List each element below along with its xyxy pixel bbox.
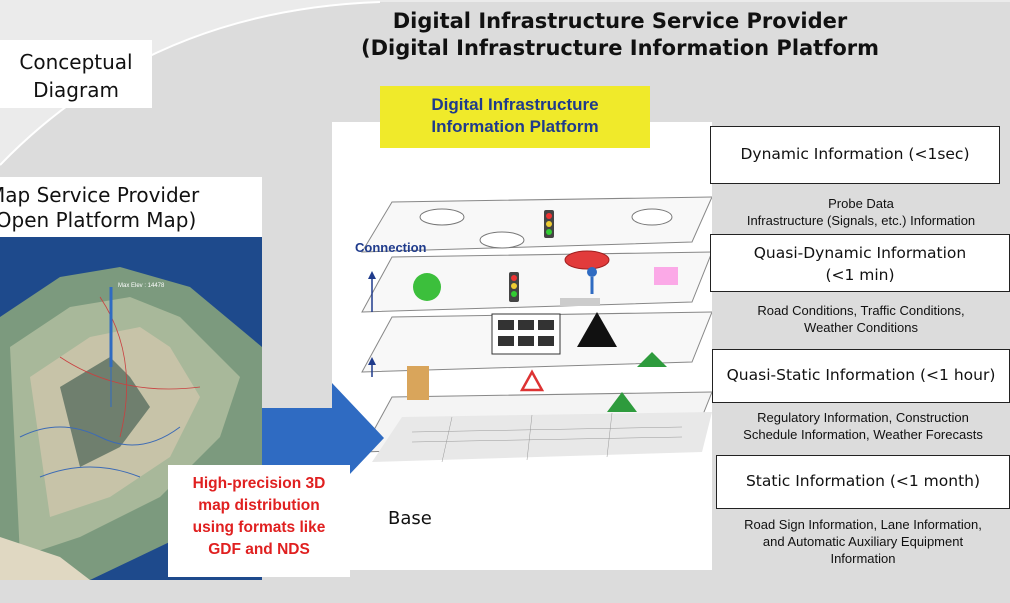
map-provider-line-2: (Open Platform Map) <box>0 208 197 232</box>
platform-line-1: Digital Infrastructure <box>431 95 599 114</box>
quasi-static-info-label: Quasi-Static Information (<1 hour) <box>726 366 996 384</box>
page-title: Digital Infrastructure Service Provider … <box>250 8 990 62</box>
connection-label: Connection <box>355 240 427 255</box>
static-desc-line-2: and Automatic Auxiliary Equipment <box>762 534 964 549</box>
static-info-box: Static Information (<1 month) <box>716 455 1010 509</box>
quasi-static-desc-line-1: Regulatory Information, Construction <box>757 410 969 425</box>
red-car-icon <box>564 250 610 270</box>
quasi-dynamic-desc-line-2: Weather Conditions <box>804 320 918 335</box>
bicycle-icon <box>413 273 441 301</box>
dynamic-info-label: Dynamic Information (<1sec) <box>740 145 970 163</box>
dynamic-info-desc: Probe Data Infrastructure (Signals, etc.… <box>716 195 1006 229</box>
map-provider-label: Map Service Provider (Open Platform Map) <box>0 183 238 233</box>
car-icon <box>479 231 525 249</box>
warning-sign-icon <box>519 369 545 392</box>
concept-line-2: Diagram <box>33 78 119 102</box>
car-icon <box>631 208 673 226</box>
static-desc-line-1: Road Sign Information, Lane Information, <box>744 517 982 532</box>
road-work-icon <box>577 312 617 347</box>
accident-icon <box>654 267 678 285</box>
platform-line-2: Information Platform <box>431 117 599 136</box>
max-elevation-label: Max Elev : 14478 <box>118 283 165 289</box>
platform-label: Digital Infrastructure Information Platf… <box>380 86 650 148</box>
title-line-1: Digital Infrastructure Service Provider <box>392 9 848 33</box>
quasi-static-info-box: Quasi-Static Information (<1 hour) <box>712 349 1010 403</box>
quasi-static-desc-line-2: Schedule Information, Weather Forecasts <box>743 427 983 442</box>
map-provider-box <box>0 177 262 240</box>
title-line-2: (Digital Infrastructure Information Plat… <box>360 36 880 60</box>
building-icon <box>407 366 429 400</box>
quasi-dynamic-label-line-2: (<1 min) <box>825 266 895 284</box>
quasi-dynamic-info-box: Quasi-Dynamic Information (<1 min) <box>710 234 1010 292</box>
quasi-dynamic-label-line-1: Quasi-Dynamic Information <box>753 244 967 262</box>
distribution-line-4: GDF and NDS <box>208 541 310 558</box>
tree-icon <box>637 352 667 367</box>
dynamic-info-box: Dynamic Information (<1sec) <box>710 126 1000 184</box>
layered-map-illustration <box>361 196 712 463</box>
map-provider-line-1: Map Service Provider <box>0 183 200 207</box>
distribution-note: High-precision 3D map distribution using… <box>168 465 350 577</box>
base-map-texture <box>372 412 712 462</box>
static-desc-line-3: Information <box>830 551 896 566</box>
quasi-dynamic-desc-line-1: Road Conditions, Traffic Conditions, <box>757 303 965 318</box>
distribution-line-1: High-precision 3D <box>192 475 326 492</box>
distribution-line-3: using formats like <box>192 519 326 536</box>
dynamic-desc-line-2: Infrastructure (Signals, etc.) Informati… <box>746 213 976 228</box>
conceptual-diagram-label: Conceptual Diagram <box>0 40 152 108</box>
quasi-dynamic-info-desc: Road Conditions, Traffic Conditions, Wea… <box>716 302 1006 336</box>
dynamic-desc-line-1: Probe Data <box>828 196 894 211</box>
car-icon <box>419 208 465 226</box>
tree-icon <box>607 392 637 412</box>
distribution-line-2: map distribution <box>198 497 320 514</box>
static-info-label: Static Information (<1 month) <box>745 472 981 490</box>
concept-line-1: Conceptual <box>19 50 133 74</box>
static-info-desc: Road Sign Information, Lane Information,… <box>716 516 1010 567</box>
crosswalk-icon <box>560 298 600 306</box>
base-label: Base <box>388 508 432 529</box>
pedestrian-icon <box>587 267 597 277</box>
quasi-static-info-desc: Regulatory Information, Construction Sch… <box>716 409 1010 443</box>
